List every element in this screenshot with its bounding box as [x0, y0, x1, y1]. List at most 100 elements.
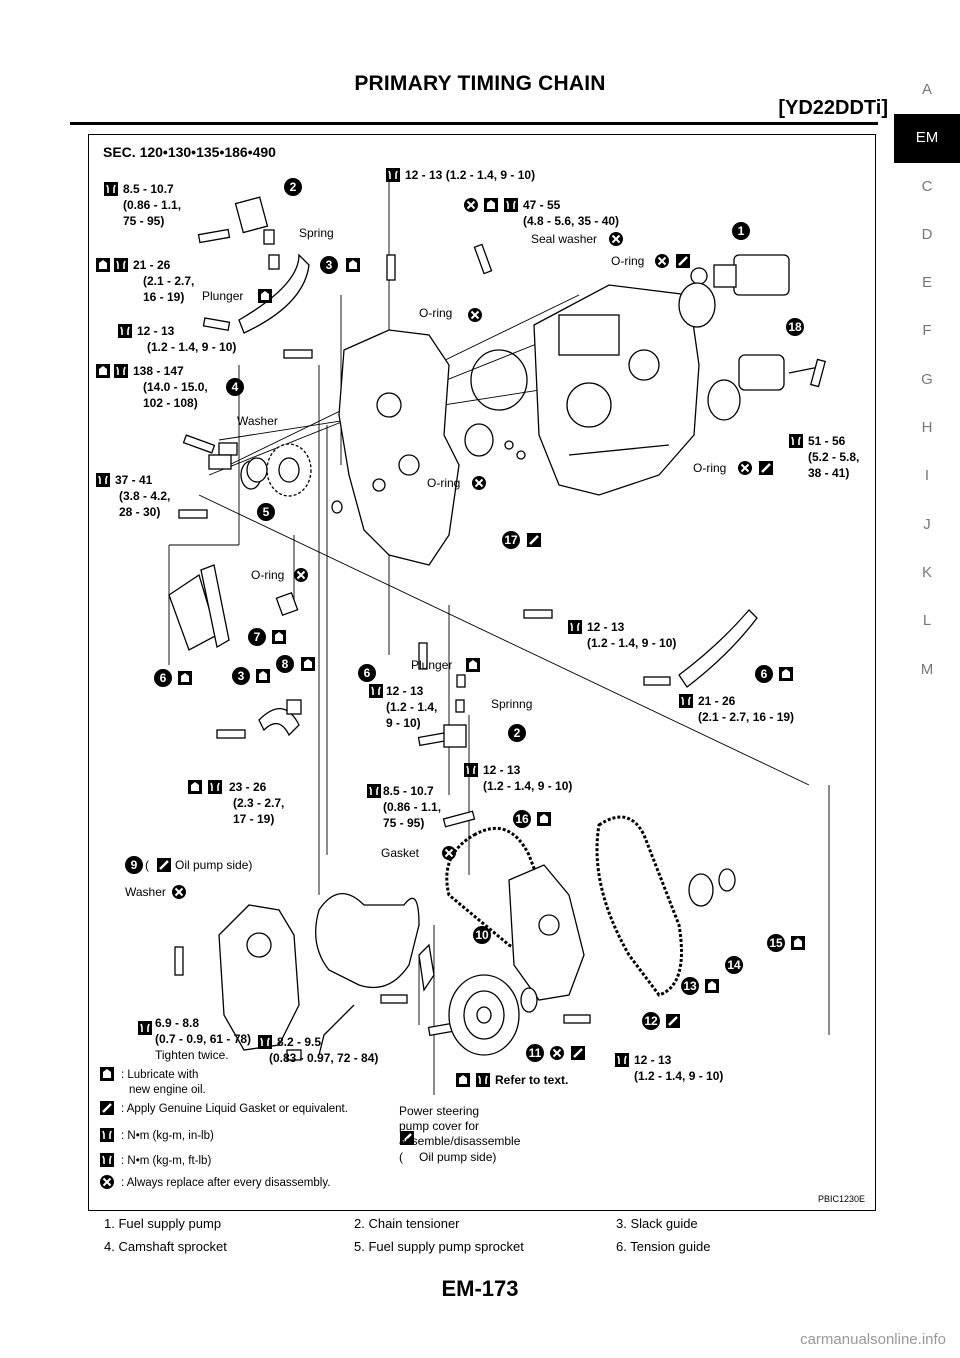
torque-6: 12 - 13 (1.2 - 1.4, 9 - 10): [405, 168, 535, 182]
tab-j[interactable]: J: [923, 515, 931, 533]
torque-3-line2: (1.2 - 1.4, 9 - 10): [147, 340, 236, 354]
label-seal-washer: Seal washer: [531, 232, 597, 246]
torque-13-line1: 8.5 - 10.7: [383, 784, 434, 798]
header-rule: [70, 122, 878, 125]
front-cover: [218, 904, 300, 1051]
legend-oil-2: new engine oil.: [129, 1084, 206, 1096]
exploded-view-figure: SEC. 120•130•135•186•490: [88, 134, 876, 1211]
tab-i[interactable]: I: [924, 467, 930, 485]
torque-17-line2: (1.2 - 1.4, 9 - 10): [634, 1069, 723, 1083]
part-9-number: 9: [131, 858, 138, 872]
page-title: PRIMARY TIMING CHAIN: [354, 72, 606, 95]
label-power-steering-3: assemble/disassemble: [399, 1134, 521, 1148]
torque-14-line1: 12 - 13: [483, 763, 521, 777]
part-2-number-lower: 2: [514, 726, 521, 740]
torque-5-line3: 28 - 30): [119, 505, 160, 519]
part-13-number: 13: [683, 979, 697, 993]
part-11-number: 11: [529, 1046, 542, 1060]
torque-4-line1: 138 - 147: [133, 364, 184, 378]
tab-c[interactable]: C: [921, 177, 933, 195]
legend-ft-lb: : N•m (kg-m, ft-lb): [121, 1155, 211, 1167]
torque-9-line1: 12 - 13: [587, 620, 625, 634]
torque-2-line3: 16 - 19): [143, 290, 184, 304]
torque-15-line1: 6.9 - 8.8: [155, 1016, 199, 1030]
label-power-steering-2: pump cover for: [399, 1119, 479, 1133]
part-6-number: 6: [160, 671, 167, 685]
fuel-pump-sprocket: [246, 457, 268, 483]
tab-g[interactable]: G: [921, 370, 933, 388]
tab-a[interactable]: A: [921, 81, 932, 98]
figure-code: PBIC1230E: [817, 1194, 865, 1204]
label-oil-pump-side: Oil pump side): [175, 858, 252, 872]
label-oring-1: O-ring: [419, 306, 452, 320]
label-paren-open-2: (: [399, 1150, 403, 1164]
tab-d[interactable]: D: [921, 225, 933, 243]
torque-1-line3: 75 - 95): [123, 214, 164, 228]
part-1-number: 1: [738, 224, 745, 238]
pump-part-18: [707, 354, 820, 421]
torque-17-line1: 12 - 13: [634, 1053, 672, 1067]
chain-tensioner-upper: [234, 196, 280, 270]
watermark: carmanualsonline.info: [800, 1331, 946, 1348]
torque-2-line2: (2.1 - 2.7,: [143, 274, 194, 288]
tab-em[interactable]: EM: [894, 114, 960, 163]
label-washer-lower: Washer: [125, 885, 166, 899]
torque-11-line2: (1.2 - 1.4,: [386, 700, 437, 714]
engine-code: [YD22DDTi]: [778, 97, 888, 119]
part-15-number: 15: [769, 936, 783, 950]
torque-5-line1: 37 - 41: [115, 473, 153, 487]
part-2-number: 2: [290, 180, 297, 194]
torque-12-line2: (2.3 - 2.7,: [233, 796, 284, 810]
torque-13-line2: (0.86 - 1.1,: [383, 800, 441, 814]
power-steering-cover: [418, 943, 435, 992]
part-labels: Spring Plunger O-ring Seal washer O-ring…: [125, 226, 726, 1164]
torque-13-line3: 75 - 95): [383, 816, 424, 830]
label-oring-4: O-ring: [693, 461, 726, 475]
tab-h[interactable]: H: [921, 419, 933, 437]
oil-pump-housing: [508, 864, 585, 1001]
fuel-supply-pump: [678, 254, 790, 328]
tension-guide-left: [168, 564, 230, 651]
label-tighten-twice: Tighten twice.: [155, 1048, 229, 1062]
slack-guide-lower: [258, 699, 302, 737]
torque-12-line3: 17 - 19): [233, 812, 274, 826]
torque-8-line3: 38 - 41): [808, 466, 849, 480]
torque-4-line2: (14.0 - 15.0,: [143, 380, 208, 394]
tab-m[interactable]: M: [920, 660, 934, 678]
label-washer-upper: Washer: [237, 414, 278, 428]
torque-1-line1: 8.5 - 10.7: [123, 182, 174, 196]
part-10-number: 10: [475, 928, 489, 942]
oil-pump-gasket: [315, 893, 420, 989]
torque-4-line3: 102 - 108): [143, 396, 198, 410]
caption-2: 2. Chain tensioner: [354, 1216, 460, 1231]
tab-f[interactable]: F: [922, 322, 932, 340]
torque-9-line2: (1.2 - 1.4, 9 - 10): [587, 636, 676, 650]
torque-3-line1: 12 - 13: [137, 324, 175, 338]
label-refer-text: Refer to text.: [495, 1073, 568, 1087]
label-gasket: Gasket: [381, 846, 420, 860]
torque-7-line2: (4.8 - 5.6, 35 - 40): [523, 214, 619, 228]
torque-16-line1: 8.2 - 9.5: [277, 1035, 321, 1049]
part-number-markers: 1 2 3 4 5 6 7 8 9 10 11 12 13 14 15 16 1…: [125, 178, 804, 1062]
part-16-number: 16: [515, 812, 529, 826]
label-spring: Spring: [299, 226, 334, 240]
chain-tensioner-lower: [443, 674, 467, 748]
part-6-number-upper: 6: [761, 667, 768, 681]
tab-l[interactable]: L: [922, 612, 932, 630]
part-8-number: 8: [282, 657, 289, 671]
torque-14-line2: (1.2 - 1.4, 9 - 10): [483, 779, 572, 793]
label-sprinng: Sprinng: [491, 697, 532, 711]
tab-k[interactable]: K: [921, 563, 932, 581]
label-oring-2: O-ring: [611, 254, 644, 268]
tab-e[interactable]: E: [921, 274, 932, 292]
tension-guide-right: [678, 609, 758, 688]
label-paren-open: (: [145, 858, 149, 872]
part-17-number: 17: [504, 533, 518, 547]
torque-11-line1: 12 - 13: [386, 684, 424, 698]
label-power-steering-4: Oil pump side): [419, 1150, 496, 1164]
part-3-number: 3: [326, 258, 333, 272]
torque-specs: 8.5 - 10.7 (0.86 - 1.1, 75 - 95) 21 - 26…: [115, 168, 859, 1083]
caption-6: 6. Tension guide: [616, 1239, 711, 1254]
torque-16-line2: (0.83 - 0.97, 72 - 84): [269, 1051, 378, 1065]
part-7-number: 7: [254, 630, 261, 644]
